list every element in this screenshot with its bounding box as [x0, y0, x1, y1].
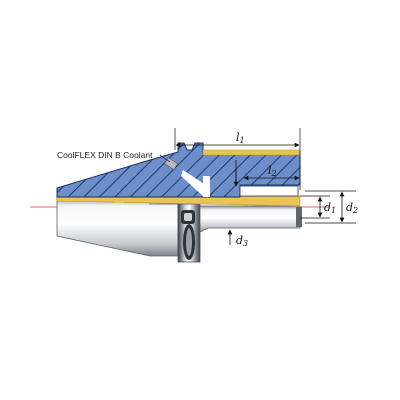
bore-step — [239, 185, 299, 197]
dim-d3: d3 — [236, 234, 248, 248]
callout-label: CoolFLEX DIN B Coolant — [57, 150, 153, 160]
callout-leader — [159, 154, 171, 163]
dim-d1: d1 — [324, 201, 336, 215]
dim-l2: l2 — [268, 164, 277, 178]
dim-l1: l1 — [236, 131, 245, 145]
dim-d2: d2 — [346, 201, 358, 215]
bore-face — [296, 207, 302, 227]
nose-top-band — [202, 149, 301, 156]
nose-lower — [199, 205, 301, 233]
coolant-bore — [181, 170, 210, 197]
taper-shank-lower — [56, 196, 179, 257]
